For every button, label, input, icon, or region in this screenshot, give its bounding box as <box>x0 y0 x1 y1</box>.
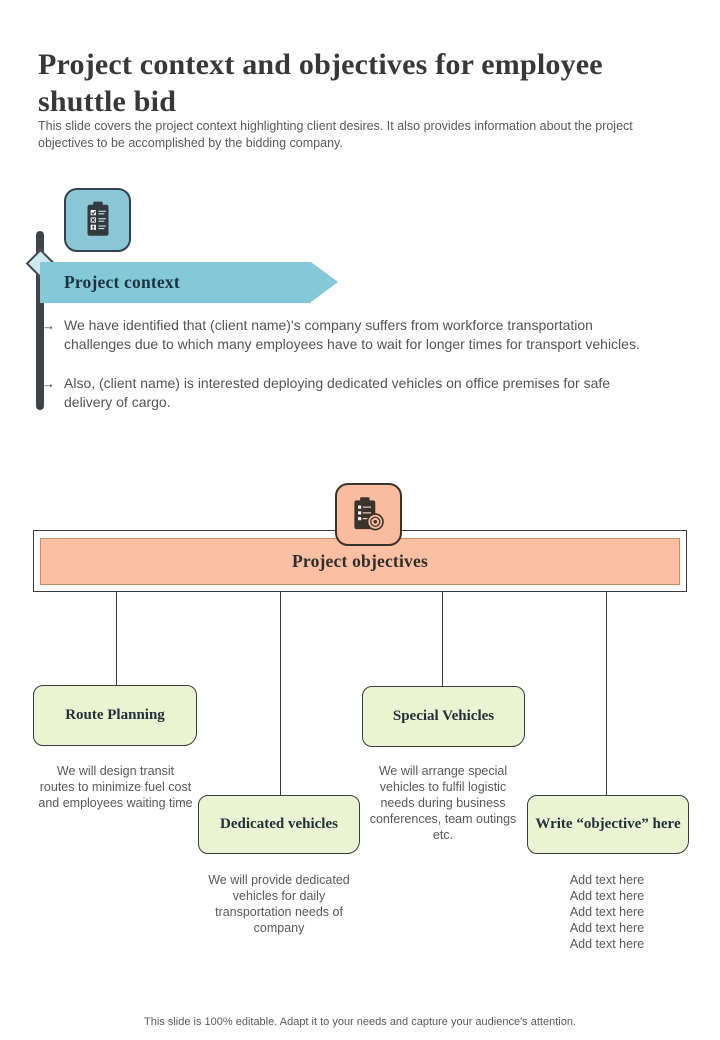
bullet-arrow-icon: → <box>42 376 55 391</box>
objective-box-special-vehicles[interactable]: Special Vehicles <box>362 686 525 747</box>
bullet-arrow-icon: → <box>42 318 55 333</box>
objective-description-special-vehicles: We will arrange special vehicles to fulf… <box>369 764 517 842</box>
project-context-heading: Project context <box>64 272 180 292</box>
placeholder-line[interactable]: Add text here <box>569 889 645 903</box>
placeholder-line[interactable]: Add text here <box>569 937 645 951</box>
objective-description-route-planning: We will design transit routes to minimiz… <box>38 764 193 810</box>
context-bullet: → Also, (client name) is interested depl… <box>42 374 642 412</box>
banner-arrow-tip <box>311 262 338 302</box>
context-bullet: → We have identified that (client name)'… <box>42 316 642 354</box>
placeholder-line[interactable]: Add text here <box>569 873 645 887</box>
connector-line <box>606 591 607 795</box>
connector-line <box>116 591 117 685</box>
objective-placeholder-lines: Add text here Add text here Add text her… <box>528 872 686 952</box>
project-context-banner: Project context <box>40 262 311 303</box>
placeholder-line[interactable]: Add text here <box>569 905 645 919</box>
project-objectives-heading: Project objectives <box>292 551 428 571</box>
bullet-text: Also, (client name) is interested deploy… <box>64 375 611 410</box>
objective-box-dedicated-vehicles[interactable]: Dedicated vehicles <box>198 795 360 854</box>
slide-subtitle: This slide covers the project context hi… <box>38 118 633 150</box>
target-clipboard-icon <box>335 483 402 546</box>
checklist-clipboard-icon <box>64 188 131 252</box>
objective-label: Special Vehicles <box>392 708 495 724</box>
page-title: Project context and objectives for emplo… <box>38 48 603 119</box>
objective-box-route-planning[interactable]: Route Planning <box>33 685 197 746</box>
objective-label: Dedicated vehicles <box>220 816 338 832</box>
objective-description-dedicated-vehicles: We will provide dedicated vehicles for d… <box>208 873 350 935</box>
objective-label: Route Planning <box>65 707 165 723</box>
connector-line <box>280 591 281 795</box>
connector-line <box>442 591 443 686</box>
objective-label: Write “objective” here <box>535 816 681 832</box>
objective-box-write-objective[interactable]: Write “objective” here <box>527 795 689 854</box>
placeholder-line[interactable]: Add text here <box>569 921 645 935</box>
timeline-bar <box>36 231 44 410</box>
bullet-text: We have identified that (client name)'s … <box>64 317 640 352</box>
slide-footer-note: This slide is 100% editable. Adapt it to… <box>144 1016 576 1028</box>
